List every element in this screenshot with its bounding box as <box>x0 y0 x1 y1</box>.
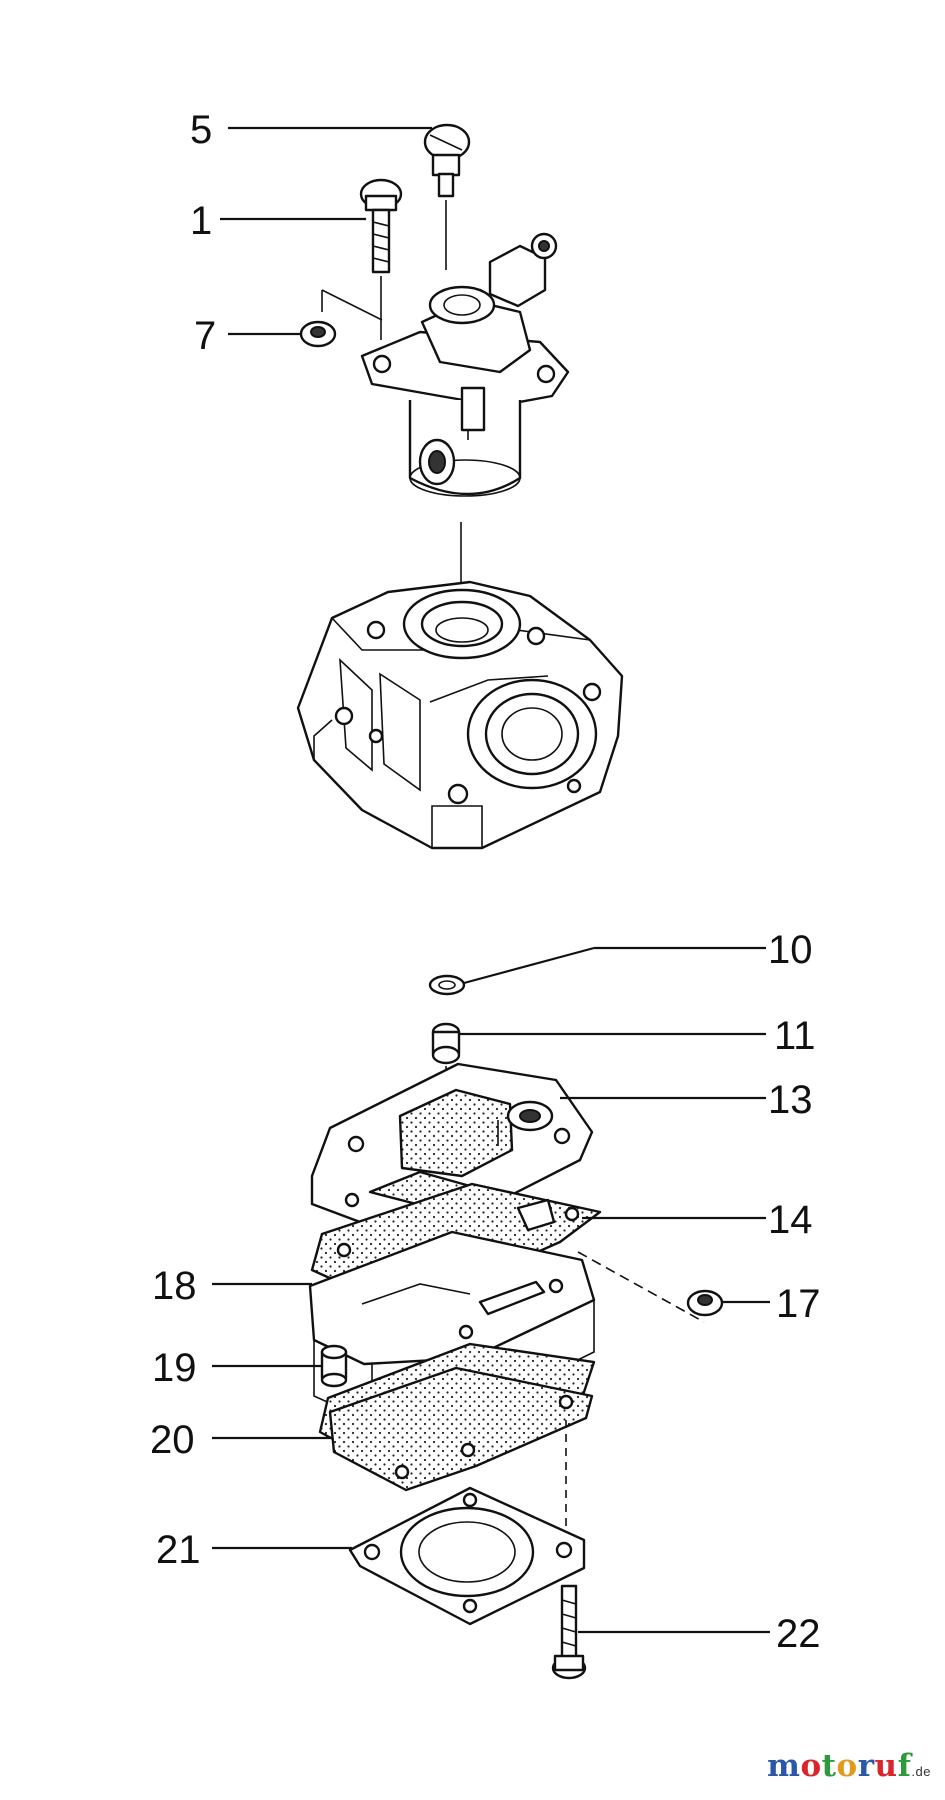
part-20-gasket <box>318 1342 596 1492</box>
part-22-screw <box>551 1584 587 1680</box>
part-17-nut <box>577 1251 724 1323</box>
label-part-20: 20 <box>150 1418 195 1462</box>
label-part-7: 7 <box>194 314 216 358</box>
part-1-bolt <box>359 178 403 340</box>
logo-suffix: .de <box>911 1764 931 1779</box>
logo-letter: r <box>857 1748 875 1784</box>
logo-letter: o <box>836 1748 858 1784</box>
label-part-1: 1 <box>190 199 212 243</box>
leader-lines <box>212 126 770 1634</box>
part-21-cover-plate <box>348 1486 586 1626</box>
logo-letter: m <box>767 1748 801 1784</box>
label-part-10: 10 <box>768 928 813 972</box>
part-13-pump-cover <box>310 1062 594 1230</box>
label-part-5: 5 <box>190 108 212 152</box>
label-part-18: 18 <box>152 1264 197 1308</box>
part-7-nut <box>299 320 337 348</box>
label-part-14: 14 <box>768 1198 813 1242</box>
label-part-17: 17 <box>776 1282 821 1326</box>
label-part-11: 11 <box>774 1014 816 1058</box>
logo-letter: u <box>874 1748 898 1784</box>
part-10-washer <box>428 974 466 996</box>
label-part-13: 13 <box>768 1078 813 1122</box>
part-18-diaphragm-housing <box>308 1230 596 1423</box>
logo-letter: o <box>800 1748 822 1784</box>
label-part-21: 21 <box>156 1528 201 1572</box>
throttle-body <box>321 232 570 497</box>
motoruf-logo: motoruf.de <box>767 1748 931 1784</box>
logo-letter: f <box>897 1748 912 1784</box>
carburetor-body <box>296 580 624 850</box>
label-part-22: 22 <box>776 1612 821 1656</box>
logo-letter: t <box>821 1748 837 1784</box>
part-5-adjusting-screw <box>423 123 471 270</box>
part-19-inlet-nipple <box>320 1344 348 1388</box>
label-part-19: 19 <box>152 1346 197 1390</box>
